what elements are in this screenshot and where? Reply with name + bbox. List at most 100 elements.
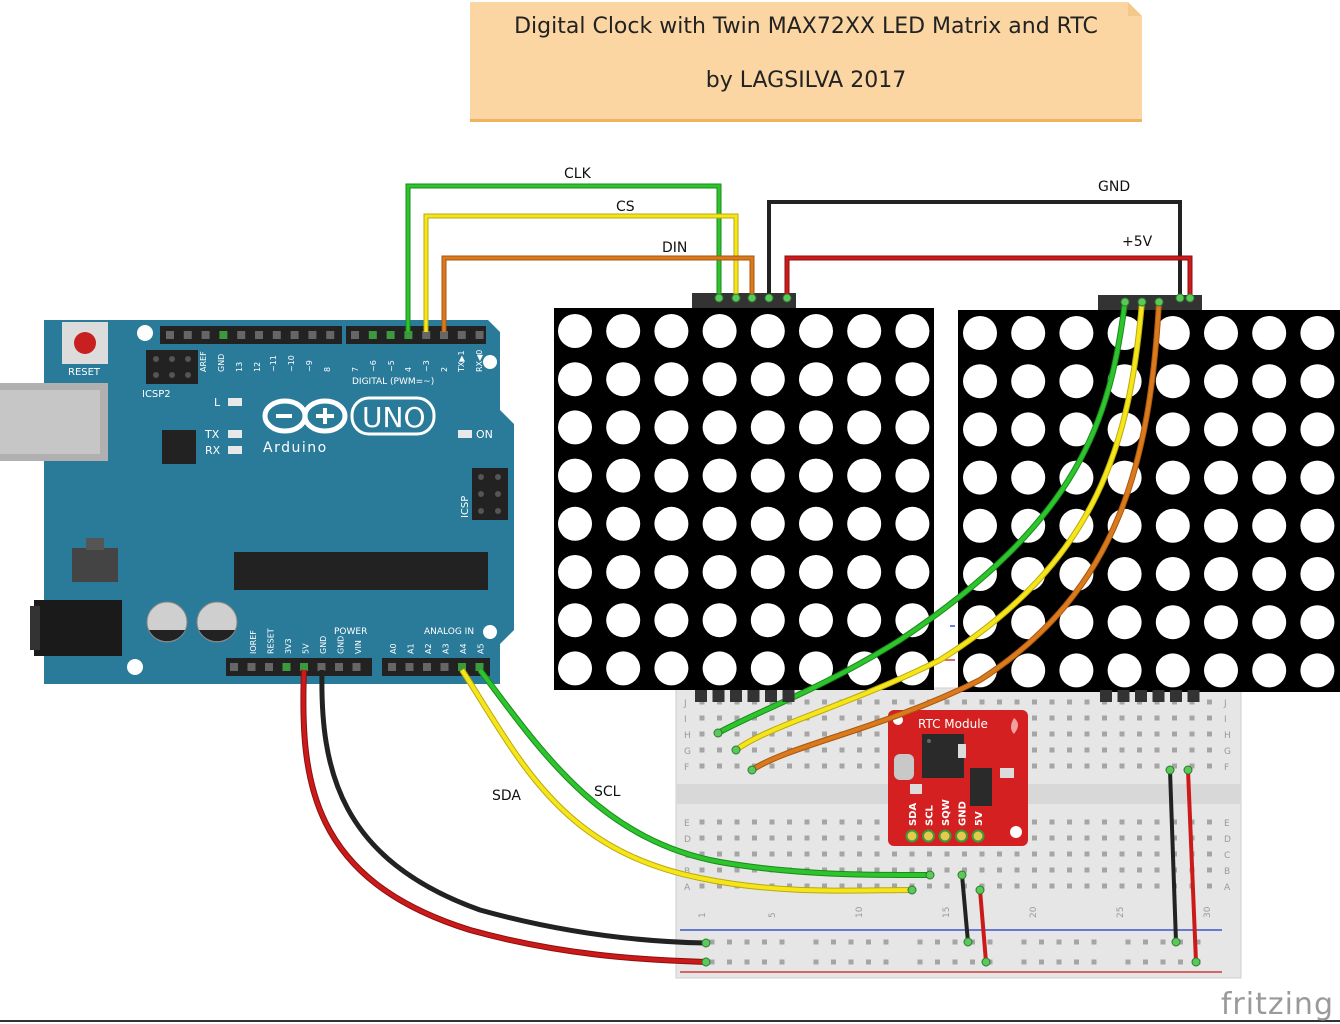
analog-pin[interactable] xyxy=(440,663,449,671)
power-pin[interactable] xyxy=(300,663,308,671)
power-pin[interactable] xyxy=(352,663,361,671)
power-pin[interactable] xyxy=(317,663,326,671)
breadboard-hole xyxy=(717,763,722,769)
breadboard-hole xyxy=(1207,731,1212,737)
rail-hole xyxy=(813,939,819,945)
led-dot xyxy=(702,651,737,686)
rail-hole xyxy=(1091,959,1097,965)
led-dot xyxy=(1011,412,1046,447)
digital-pin[interactable] xyxy=(290,331,299,339)
rtc-pin[interactable] xyxy=(938,829,952,843)
breadboard-hole xyxy=(1137,835,1142,841)
breadboard-hole xyxy=(822,883,827,889)
digital-pin[interactable] xyxy=(475,331,484,339)
power-pin[interactable] xyxy=(265,663,273,671)
digital-pin[interactable] xyxy=(326,331,335,339)
analog-pin[interactable] xyxy=(423,663,431,671)
digital-pin[interactable] xyxy=(422,331,431,339)
rtc-pin[interactable] xyxy=(955,829,968,843)
digital-header-left xyxy=(160,326,342,344)
analog-pin[interactable] xyxy=(475,663,484,671)
power-pin-label: 3V3 xyxy=(284,638,293,654)
analog-pin[interactable] xyxy=(458,663,466,671)
digital-pin[interactable] xyxy=(272,331,281,339)
breadboard-hole xyxy=(822,763,827,769)
breadboard-hole xyxy=(857,835,862,841)
power-pin[interactable] xyxy=(282,663,291,671)
matrix-left-pin xyxy=(747,690,760,702)
breadboard-hole xyxy=(1014,883,1020,889)
note-fold xyxy=(1128,2,1142,16)
power-pin[interactable] xyxy=(247,663,256,671)
row-label: F xyxy=(684,763,689,773)
breadboard-hole xyxy=(1014,851,1020,857)
digital-pin[interactable] xyxy=(183,331,192,339)
digital-pin[interactable] xyxy=(386,331,395,339)
digital-pin[interactable] xyxy=(351,331,359,339)
led-dot xyxy=(1107,605,1142,640)
led-dot xyxy=(558,410,592,445)
row-label: J xyxy=(683,699,687,709)
rtc-pin[interactable] xyxy=(905,829,919,843)
led-dot xyxy=(895,410,930,445)
digital-pin[interactable] xyxy=(404,331,413,339)
breadboard-hole xyxy=(699,819,705,825)
matrix-right-pin xyxy=(1135,690,1147,702)
rail-hole xyxy=(935,939,940,945)
power-pin[interactable] xyxy=(230,663,238,671)
breadboard-hole xyxy=(734,715,740,721)
column-label: 1 xyxy=(698,912,708,918)
led-dot xyxy=(750,651,785,686)
digital-pin-label: ~11 xyxy=(269,355,278,372)
breadboard-hole xyxy=(1172,835,1177,841)
breadboard-hole xyxy=(1102,819,1107,825)
power-pin[interactable] xyxy=(335,663,343,671)
digital-pin[interactable] xyxy=(166,331,174,339)
breadboard-hole xyxy=(1084,883,1090,889)
digital-pin[interactable] xyxy=(368,331,377,339)
led-dot xyxy=(1300,364,1335,399)
digital-pin-label: RX◀0 xyxy=(475,350,484,372)
led-dot xyxy=(654,651,689,686)
digital-pin-label: ~10 xyxy=(287,355,296,372)
digital-pin[interactable] xyxy=(457,331,466,339)
rtc-pin[interactable] xyxy=(922,829,935,843)
digital-header-right xyxy=(346,326,486,344)
digital-pin-label: ~5 xyxy=(387,360,396,372)
led-dot xyxy=(1252,557,1287,591)
label-cs: CS xyxy=(616,199,635,215)
breadboard-hole xyxy=(1102,763,1107,769)
analog-pin[interactable] xyxy=(388,663,396,671)
digital-header-label: DIGITAL (PWM=~) xyxy=(352,377,434,387)
column-label: 30 xyxy=(1203,906,1213,918)
breadboard-hole xyxy=(874,715,880,721)
breadboard-hole xyxy=(874,883,880,889)
digital-pin[interactable] xyxy=(219,331,228,339)
wire-end xyxy=(963,937,973,947)
breadboard-hole xyxy=(1032,835,1037,841)
analog-pin[interactable] xyxy=(405,663,414,671)
digital-pin[interactable] xyxy=(237,331,246,339)
digital-pin[interactable] xyxy=(201,331,210,339)
breadboard-hole xyxy=(699,763,705,769)
reset-button-cap[interactable] xyxy=(74,332,96,354)
led-dot xyxy=(799,651,833,686)
digital-pin[interactable] xyxy=(255,331,263,339)
breadboard-hole xyxy=(944,883,950,889)
digital-pin[interactable] xyxy=(308,331,317,339)
led-dot xyxy=(702,506,737,541)
rail-hole xyxy=(831,939,836,945)
analog-header-label: ANALOG IN xyxy=(424,627,474,637)
wire-end xyxy=(1183,765,1193,775)
label-scl: SCL xyxy=(594,784,621,800)
arduino-brand: Arduino xyxy=(263,440,328,456)
breadboard-hole xyxy=(1172,747,1177,753)
rtc-pin[interactable] xyxy=(971,829,985,843)
digital-pin[interactable] xyxy=(440,331,448,339)
digital-pin-label: ~6 xyxy=(369,360,378,372)
breadboard-hole xyxy=(804,851,810,857)
led-dot xyxy=(1204,508,1238,543)
rail-hole xyxy=(779,959,785,965)
led-dot xyxy=(963,412,997,447)
breadboard-hole xyxy=(1067,819,1072,825)
